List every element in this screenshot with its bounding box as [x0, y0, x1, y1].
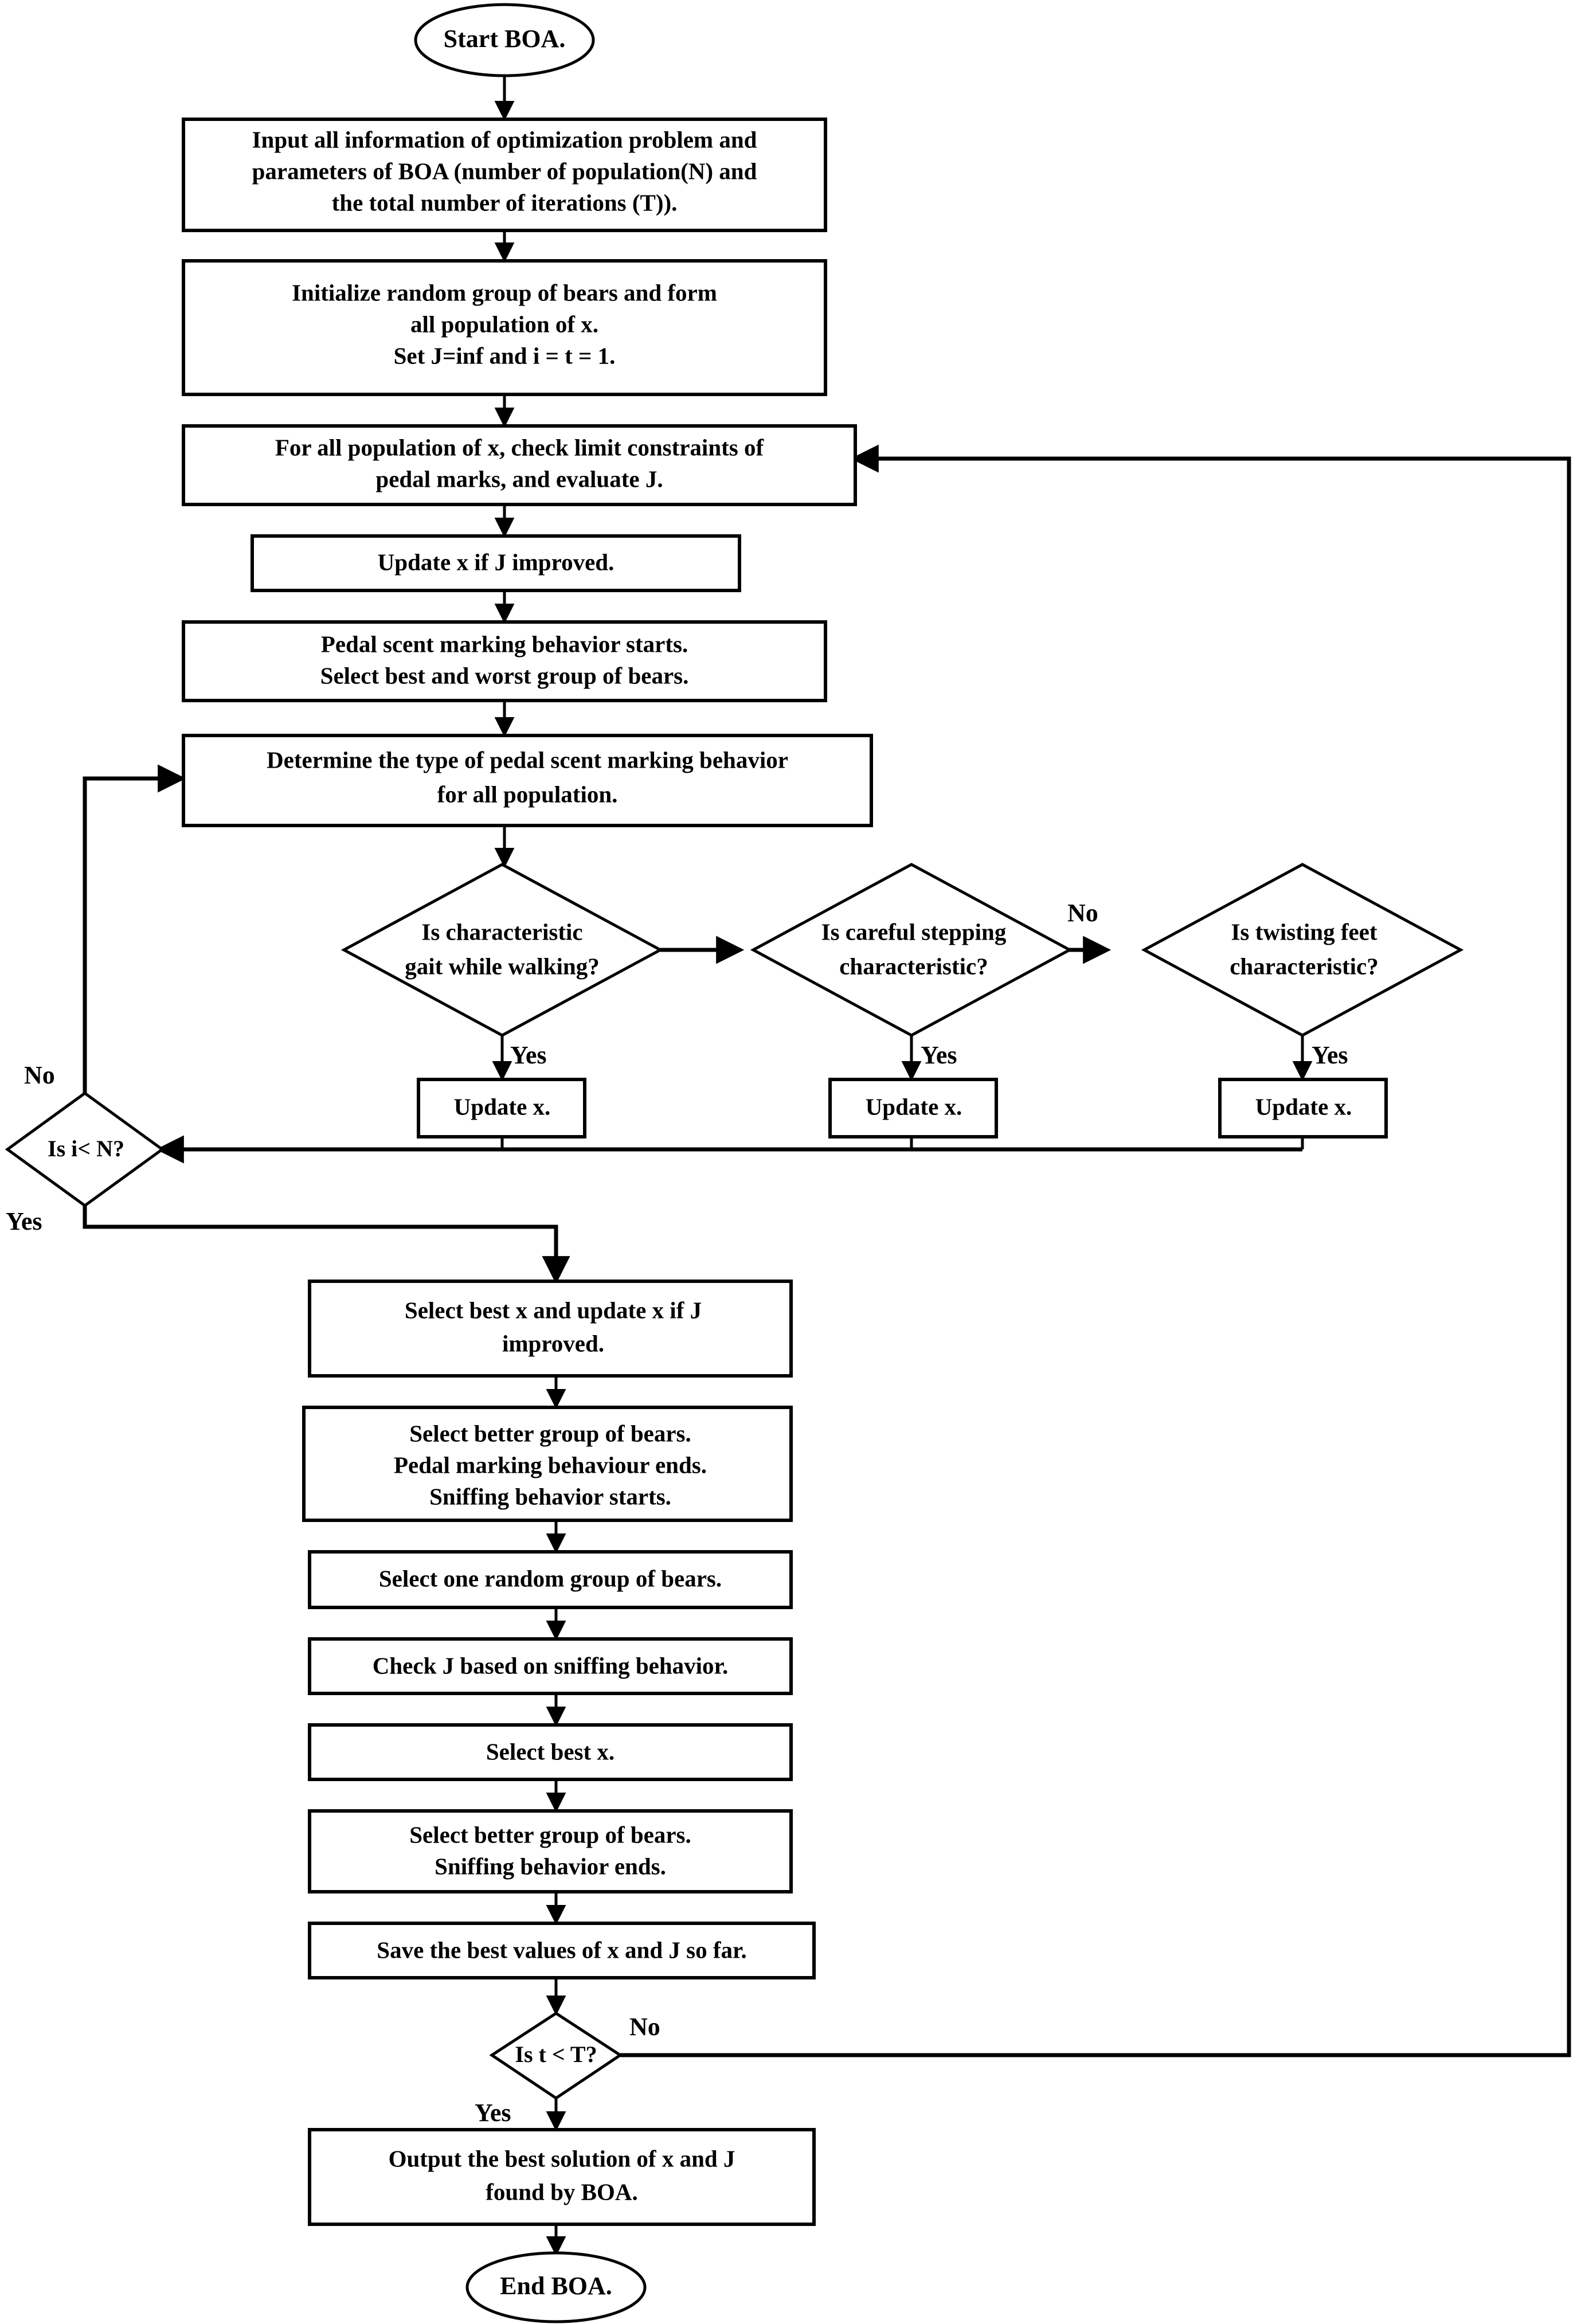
node-decision-gait-line-2: gait while walking?	[405, 953, 599, 979]
node-decision-stepping[interactable]	[753, 864, 1070, 1035]
node-input-params[interactable]	[183, 119, 825, 230]
node-output-best[interactable]	[310, 2130, 814, 2224]
node-output-best-line-2: found by BOA.	[486, 2178, 637, 2205]
node-decision-i-lt-n[interactable]	[7, 1093, 162, 1206]
node-output-best-line-1: Output the best solution of x and J	[389, 2145, 735, 2172]
node-update-x-1-label: Update x.	[454, 1093, 551, 1120]
node-decision-twisting[interactable]	[1144, 864, 1461, 1035]
node-check-j-sniffing-label: Check J based on sniffing behavior.	[373, 1652, 728, 1679]
node-check-limits-line-2: pedal marks, and evaluate J.	[375, 465, 663, 492]
node-start-boa-label: Start BOA.	[444, 25, 566, 53]
node-pedal-start-line-1: Pedal scent marking behavior starts.	[321, 631, 688, 657]
node-decision-t-lt-T-label: Is t < T?	[515, 2041, 597, 2067]
node-initialize-line-3: Set J=inf and i = t = 1.	[394, 342, 616, 369]
edge-label-no-t-lt-T: No	[629, 2013, 660, 2041]
node-pedal-start[interactable]	[183, 622, 825, 701]
node-select-best-x[interactable]	[310, 1725, 791, 1779]
node-update-if-improved[interactable]	[252, 536, 739, 590]
node-select-best-update-line-1: Select best x and update x if J	[405, 1297, 702, 1323]
node-determine-type[interactable]	[183, 735, 871, 825]
edge-label-no-i-lt-n: No	[24, 1061, 55, 1089]
node-input-params-line-1: Input all information of optimization pr…	[252, 126, 757, 152]
node-initialize-line-2: all population of x.	[410, 311, 598, 337]
node-decision-twisting-line-1: Is twisting feet	[1231, 918, 1377, 945]
node-select-best-x-label: Select best x.	[486, 1738, 615, 1764]
node-select-better-sniff-end-line-1: Select better group of bears.	[409, 1821, 691, 1848]
node-initialize-line-1: Initialize random group of bears and for…	[292, 279, 717, 306]
edge-i-lt-n-yes-to-selectbest	[83, 1178, 570, 1285]
node-select-better-sniff-start-line-2: Pedal marking behaviour ends.	[394, 1451, 707, 1478]
node-select-better-sniff-end-line-2: Sniffing behavior ends.	[435, 1853, 666, 1879]
node-select-better-sniff-start-line-3: Sniffing behavior starts.	[429, 1483, 671, 1509]
node-select-random-group[interactable]	[310, 1552, 791, 1607]
node-select-best-update[interactable]	[310, 1281, 791, 1376]
edge-label-yes-gait: Yes	[510, 1041, 547, 1069]
node-update-if-improved-line-1: Update x if J improved.	[378, 549, 615, 575]
node-input-params-line-2: parameters of BOA (number of population(…	[252, 158, 757, 184]
node-update-x-1[interactable]	[418, 1079, 585, 1137]
node-determine-type-line-1: Determine the type of pedal scent markin…	[267, 746, 788, 773]
node-update-x-2[interactable]	[830, 1079, 996, 1137]
node-select-better-sniff-start[interactable]	[304, 1407, 791, 1520]
node-input-params-line-3: the total number of iterations (T)).	[332, 189, 678, 216]
node-decision-twisting-line-2: characteristic?	[1230, 953, 1379, 979]
node-decision-stepping-line-2: characteristic?	[839, 953, 988, 979]
node-determine-type-line-2: for all population.	[437, 781, 618, 807]
node-select-better-sniff-end[interactable]	[310, 1811, 791, 1892]
node-pedal-start-line-2: Select best and worst group of bears.	[320, 662, 689, 688]
edge-label-yes-twisting: Yes	[1312, 1041, 1348, 1069]
edge-label-no-stepping: No	[1067, 899, 1098, 927]
node-start-boa[interactable]	[416, 5, 593, 76]
node-check-j-sniffing[interactable]	[310, 1639, 791, 1693]
node-check-limits-line-1: For all population of x, check limit con…	[275, 434, 765, 460]
node-decision-t-lt-T[interactable]	[492, 2013, 620, 2098]
node-save-best-label: Save the best values of x and J so far.	[377, 1936, 746, 1963]
node-decision-gait-line-1: Is characteristic	[421, 918, 582, 945]
edge-label-yes-t-lt-T: Yes	[475, 2099, 511, 2127]
node-update-x-3[interactable]	[1220, 1079, 1386, 1137]
node-initialize[interactable]	[183, 261, 825, 394]
node-select-better-sniff-start-line-1: Select better group of bears.	[409, 1420, 691, 1446]
node-decision-gait[interactable]	[344, 864, 660, 1035]
node-select-best-update-line-2: improved.	[502, 1330, 604, 1356]
node-save-best[interactable]	[310, 1923, 814, 1978]
edge-i-lt-n-no-loop	[83, 764, 186, 1121]
edge-label-yes-stepping: Yes	[921, 1041, 957, 1069]
node-check-limits[interactable]	[183, 426, 855, 504]
edge-t-lt-T-no-loop	[620, 444, 1571, 2057]
node-select-random-group-label: Select one random group of bears.	[379, 1565, 722, 1591]
node-decision-i-lt-n-label: Is i< N?	[48, 1136, 124, 1161]
node-update-x-2-label: Update x.	[866, 1093, 962, 1120]
node-update-x-3-label: Update x.	[1255, 1093, 1352, 1120]
edge-label-yes-i-lt-n: Yes	[6, 1207, 42, 1235]
node-decision-stepping-line-1: Is careful stepping	[821, 918, 1007, 945]
node-end-boa[interactable]	[467, 2253, 645, 2322]
node-end-boa-label: End BOA.	[500, 2272, 612, 2300]
